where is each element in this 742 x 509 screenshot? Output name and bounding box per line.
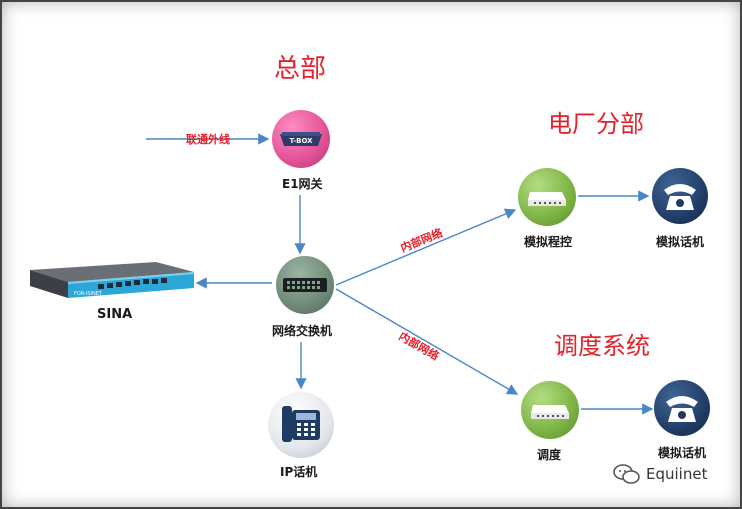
- analog-phone-1-node: [652, 168, 708, 224]
- analog-phone-1-label: 模拟话机: [656, 235, 705, 249]
- dispatch-title: 调度系统: [554, 332, 650, 360]
- e1-gateway-label: E1网关: [282, 177, 323, 191]
- telephone-icon: [666, 396, 698, 422]
- sina-device-text: FOR-ISINET: [74, 291, 103, 297]
- analog-phone-2-label: 模拟话机: [658, 446, 707, 460]
- plant-title: 电厂分部: [548, 110, 644, 138]
- ip-phone-node: [268, 392, 334, 458]
- analog-pbx-node: [518, 168, 576, 226]
- hq-title: 总部: [274, 54, 327, 84]
- telephone-icon: [664, 184, 696, 210]
- ip-phone-icon: [282, 406, 320, 442]
- switch-to-dispatch-arrow: [335, 288, 519, 395]
- watermark-text: Equiinet: [646, 465, 708, 483]
- network-switch-node: [276, 256, 334, 314]
- analog-pbx-label: 模拟程控: [524, 235, 573, 249]
- dispatch-device-icon: [531, 405, 569, 419]
- sina-label: SINA: [97, 307, 133, 322]
- wechat-icon: [613, 464, 640, 484]
- network-switch-label: 网络交换机: [272, 324, 333, 338]
- ip-phone-label: IP话机: [280, 465, 318, 479]
- dispatch-label: 调度: [537, 448, 562, 462]
- external-line-label: 联通外线: [186, 133, 230, 146]
- dispatch-node: [521, 381, 579, 439]
- switch-to-pbx-arrow: [335, 208, 517, 286]
- sina-device-icon: FOR-ISINET: [30, 262, 194, 298]
- analog-phone-2-node: [654, 380, 710, 436]
- switch-device-icon: [283, 278, 327, 292]
- e1-gateway-node: T-BOX: [272, 110, 330, 168]
- tbox-device-text: T-BOX: [289, 137, 313, 145]
- tbox-device-icon: T-BOX: [280, 132, 322, 146]
- pbx-device-icon: [528, 192, 566, 206]
